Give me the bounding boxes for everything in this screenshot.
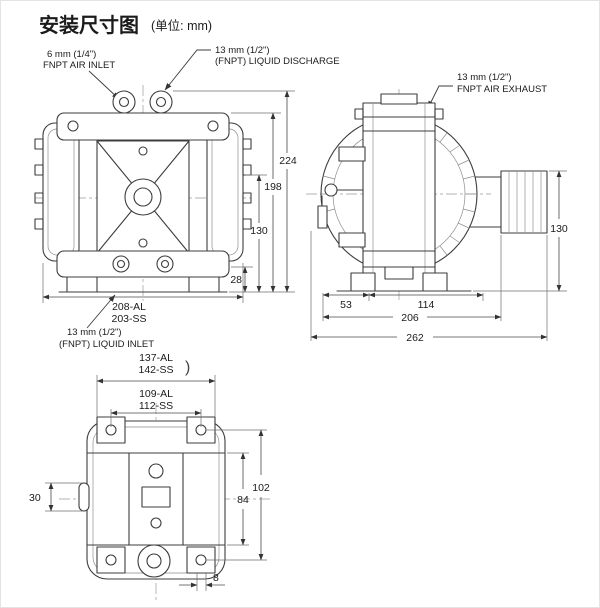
side-top-cap [380,93,418,105]
air-exhaust-size-label: 13 mm (1/2") [457,72,512,83]
dim-112-ss-label: 112-SS [139,400,173,412]
liquid-discharge-label: (FNPT) LIQUID DISCHARGE [215,56,340,67]
dim-8-label: 8 [213,572,219,584]
side-left-clamp-lower [338,232,366,248]
front-bottom-manifold [56,250,230,278]
side-left-foot [350,272,376,292]
bottom-bracket-bottom-left [96,546,126,574]
dim-137-al-label: 137-AL [139,352,173,364]
air-inlet-leader-line [88,70,120,100]
front-right-foot [188,276,220,293]
side-left-valve [324,183,338,197]
front-left-chamber [42,122,80,262]
side-view [306,89,548,301]
callout-liquid-discharge: 13 mm (1/2") (FNPT) LIQUID DISCHARGE [164,45,340,91]
liquid-inlet-leader-line [86,294,116,329]
air-exhaust-label: FNPT AIR EXHAUST [457,84,547,95]
dim-114-label: 114 [418,299,435,311]
page-title: 安装尺寸图 [39,13,139,37]
liquid-inlet-label: (FNPT) LIQUID INLET [59,339,154,350]
title-block: 安装尺寸图 (单位: mm) [39,13,212,37]
side-center-body [362,102,436,292]
front-top-manifold [56,112,230,141]
dim-130-side-label: 130 [550,223,568,235]
liquid-discharge-size-label: 13 mm (1/2") [215,45,270,56]
side-right-foot [422,272,448,292]
page-unit: (单位: mm) [151,18,212,33]
side-view-dimensions: 130 53 114 206 262 [310,170,568,344]
dim-142-ss-label: 142-SS [138,364,173,376]
front-view-dimensions: 224 198 130 28 208-AL 203-SS [42,90,297,325]
front-chamber-bolts [34,138,252,230]
front-left-foot [66,276,98,293]
dim-53-label: 53 [340,299,352,311]
dim-28-label: 28 [230,274,242,286]
dim-84-label: 84 [237,494,249,506]
liquid-discharge-leader-line [164,49,211,91]
dim-198-label: 198 [264,181,282,193]
front-discharge-port [149,90,173,114]
callout-liquid-inlet: 13 mm (1/2") (FNPT) LIQUID INLET [59,294,154,350]
front-right-chamber [206,122,244,262]
dim-208-al-label: 208-AL [112,301,146,313]
bottom-view-dimensions: 137-AL 142-SS ) 109-AL 112-SS 84 102 30 … [29,352,270,591]
callout-air-exhaust: 13 mm (1/2") FNPT AIR EXHAUST [427,72,547,109]
callout-air-inlet: 6 mm (1/4") FNPT AIR INLET [43,49,120,100]
dim-group-paren: ) [185,359,190,376]
dim-109-al-label: 109-AL [139,388,173,400]
side-muffler-louvers [508,171,542,233]
front-view [34,85,252,301]
front-air-inlet-port [112,90,136,114]
side-left-clamp-upper [338,146,366,162]
air-inlet-size-label: 6 mm (1/4") [47,49,96,60]
front-liquid-inlet-port [112,255,130,273]
dim-224-label: 224 [279,155,297,167]
dim-30-label: 30 [29,492,41,504]
bottom-muffler-port [137,544,171,578]
bottom-left-tab [78,482,90,512]
side-drain-valve [317,205,328,229]
dim-102-label: 102 [252,482,270,494]
dim-206-label: 206 [401,312,419,324]
dim-203-ss-label: 203-SS [111,313,146,325]
air-inlet-label: FNPT AIR INLET [43,60,115,71]
dim-130-front-label: 130 [250,225,268,237]
liquid-inlet-size-label: 13 mm (1/2") [67,327,122,338]
dim-262-label: 262 [406,332,424,344]
side-muffler [500,170,548,234]
air-exhaust-leader-line [427,85,453,109]
